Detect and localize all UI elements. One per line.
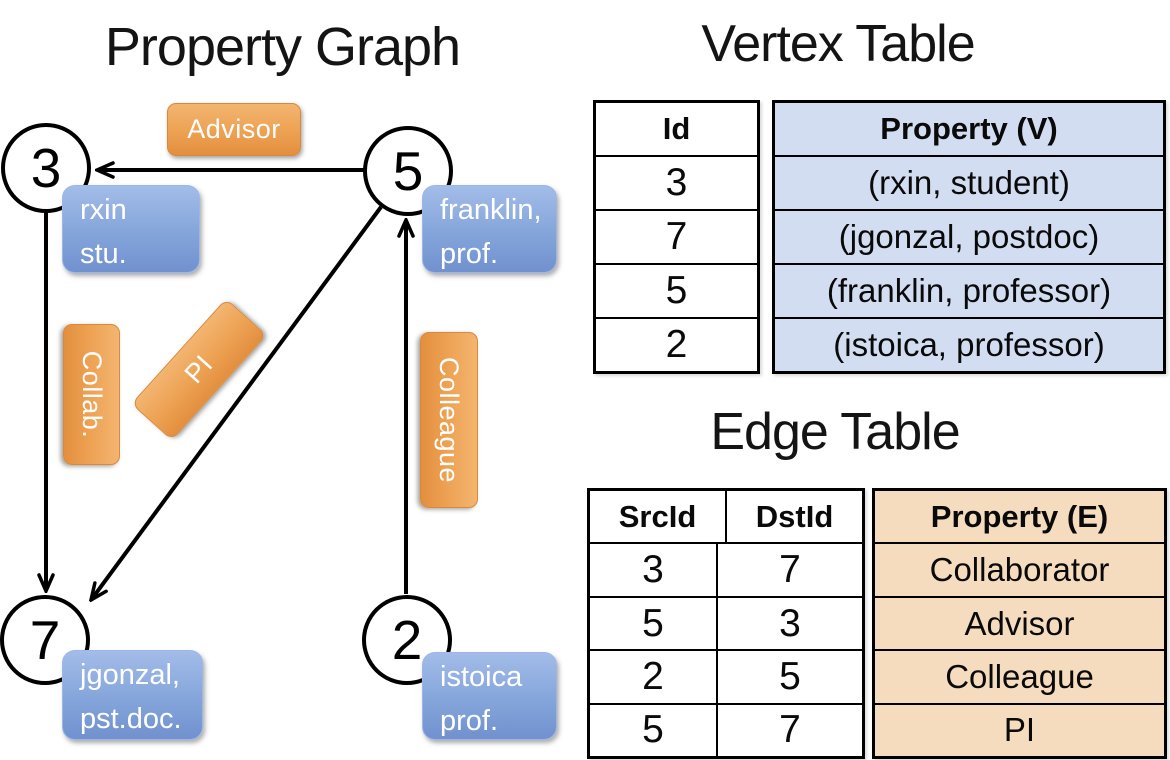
node-id: 2 (391, 608, 423, 671)
vertex-label-line1: franklin, (440, 194, 542, 226)
column-header-srcid: SrcId (618, 498, 697, 534)
graph-node-5: 5 (363, 126, 453, 216)
node-id: 7 (29, 608, 61, 671)
vertex-label-jgonzal: jgonzal, pst.doc. (62, 650, 203, 740)
table-cell: 7 (716, 704, 862, 757)
property-graph-title: Property Graph (104, 17, 461, 77)
vertex-label-line1: istoica (440, 661, 523, 693)
vertex-label-line2: prof. (440, 238, 499, 270)
vertex-label-line1: jgonzal, (80, 659, 180, 691)
table-cell: (jgonzal, postdoc) (775, 209, 1163, 263)
table-cell: 3 (642, 548, 664, 592)
table-cell: 3 (716, 597, 862, 650)
column-header-property-v: Property (V) (775, 103, 1163, 155)
table-cell: 7 (596, 209, 757, 263)
edge-table-title: Edge Table (710, 403, 960, 461)
table-cell: (rxin, student) (775, 155, 1163, 209)
table-cell: (istoica, professor) (775, 317, 1163, 371)
vertex-table-id-column: Id 3 7 5 2 (593, 100, 760, 374)
table-cell: 2 (642, 654, 664, 698)
vertex-label-line2: stu. (80, 238, 127, 270)
vertex-table-title: Vertex Table (701, 15, 975, 73)
edge-table-id-columns: SrcId DstId 3 7 5 3 2 5 5 7 (587, 488, 865, 759)
table-cell: 2 (596, 317, 757, 371)
vertex-label-franklin: franklin, prof. (422, 185, 557, 273)
table-cell: Advisor (875, 595, 1164, 650)
vertex-label-line2: prof. (440, 705, 499, 737)
vertex-label-istoica: istoica prof. (422, 652, 557, 740)
vertex-table-property-column: Property (V) (rxin, student) (jgonzal, p… (772, 100, 1166, 374)
edge-label-colleague: Colleague (420, 332, 478, 508)
table-cell: 3 (596, 155, 757, 209)
table-cell: PI (875, 702, 1164, 757)
edge-label-advisor: Advisor (167, 103, 301, 156)
table-cell: Colleague (875, 649, 1164, 703)
column-header-dstid: DstId (725, 491, 862, 543)
node-id: 5 (392, 139, 424, 202)
node-id: 3 (30, 136, 62, 199)
table-cell: 5 (716, 651, 862, 703)
table-cell: Collaborator (875, 542, 1164, 596)
edge-table-property-column: Property (E) Collaborator Advisor Collea… (872, 488, 1167, 759)
edge-label-collab: Collab. (63, 324, 120, 465)
column-header-property-e: Property (E) (875, 491, 1164, 543)
vertex-label-line2: pst.doc. (80, 703, 182, 735)
vertex-label-rxin: rxin stu. (62, 185, 200, 273)
column-header-id: Id (662, 111, 691, 146)
table-cell: 5 (596, 263, 757, 317)
table-cell: 7 (716, 544, 862, 596)
graph-node-3: 3 (1, 123, 91, 213)
table-cell: (franklin, professor) (775, 263, 1163, 317)
edge-label-pi: PI (131, 298, 267, 441)
vertex-label-line1: rxin (80, 194, 127, 226)
table-cell: 5 (642, 601, 664, 645)
table-cell: 5 (642, 708, 664, 752)
